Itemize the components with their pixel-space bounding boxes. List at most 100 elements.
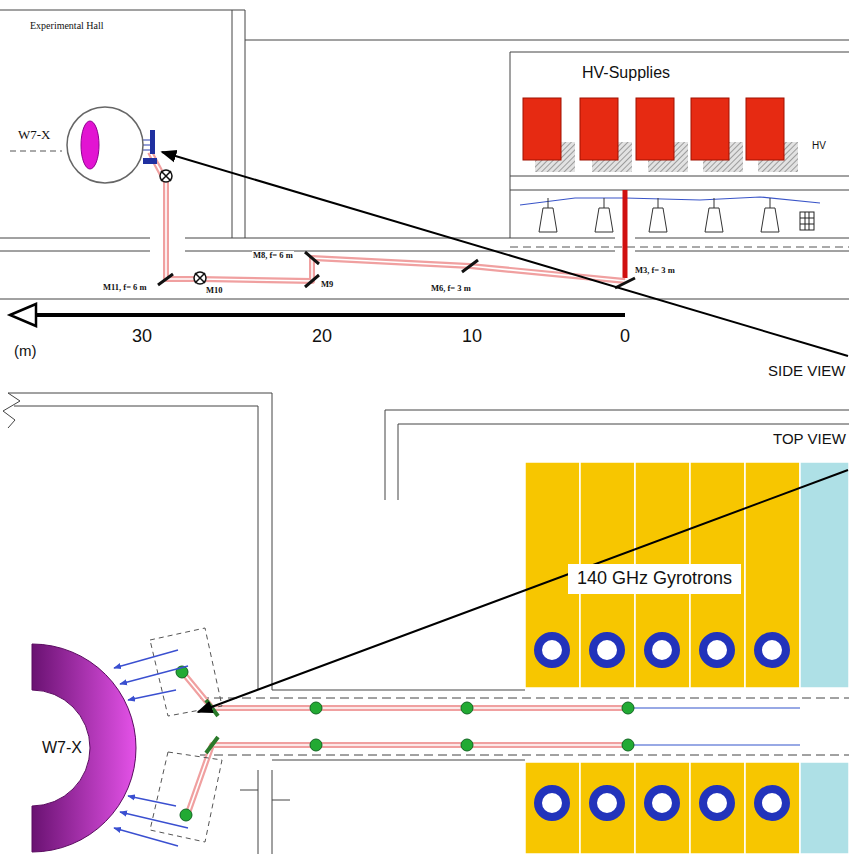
scale-line [34, 313, 625, 317]
mirror-label: M9 [320, 280, 334, 290]
mirror-dot [310, 702, 322, 714]
launcher-outline [150, 628, 222, 842]
gyrotron-beam-line [628, 708, 800, 745]
scale-number: 30 [132, 326, 152, 347]
mirror-dot [310, 739, 322, 751]
gyrotron-magnet [758, 636, 786, 664]
launcher-arrow [128, 796, 176, 806]
mirror-dots [176, 666, 634, 821]
gyrotron-mount [649, 208, 667, 232]
unit-label: (m) [14, 342, 37, 359]
gyrotron-mount [705, 208, 723, 232]
stellarator-shape [32, 644, 136, 852]
view-title: TOP VIEW [773, 430, 846, 447]
load-grid-lines [800, 212, 814, 230]
mirror-label: M6, f= 3 m [430, 284, 472, 294]
beam-riser [623, 190, 628, 278]
mirror-markers [160, 170, 206, 284]
vessel-circle [67, 107, 143, 183]
node-outline [14, 100, 146, 192]
node-text: W7-X [42, 738, 82, 757]
gyrotron-magnet [593, 789, 621, 817]
view-title: SIDE VIEW [768, 362, 846, 379]
hv-supply-box [746, 98, 784, 160]
gyrotron-mount [595, 208, 613, 232]
gyrotron-bay [635, 762, 690, 854]
w7x-side-view: W7-X [14, 100, 146, 192]
scale-number: 20 [312, 326, 332, 347]
node-text: 140 GHz Gyrotrons [577, 568, 732, 590]
gyrotron-bay [580, 762, 635, 854]
area-name: HV [812, 140, 826, 152]
launcher-block [150, 130, 155, 154]
scale-number: 0 [620, 326, 630, 347]
pointer-arrow [198, 470, 848, 712]
hv-supply-box [691, 98, 729, 160]
gyrotron-magnet [538, 636, 566, 664]
plasma-ellipse [81, 121, 99, 169]
gyrotron-mount [761, 208, 779, 232]
node-text: W7-X [18, 127, 51, 143]
beam-path-core [150, 152, 625, 281]
gyrotron-beam-line [520, 197, 820, 205]
corridor-wall [272, 690, 525, 760]
mirror-label: M8, f= 6 m [252, 251, 294, 261]
gyrotron-magnets [538, 636, 786, 817]
w7x-top-view: W7-X [0, 636, 150, 854]
launcher-arrow [114, 828, 178, 846]
gyrotron-magnet [758, 789, 786, 817]
mirror-marker-cross [161, 171, 205, 283]
gyrotron-bay [525, 762, 580, 854]
mirror-dot [461, 739, 473, 751]
mirror-label: M11, f= 6 m [102, 283, 148, 293]
gyrotron-magnet [648, 789, 676, 817]
gyrotron-magnet [593, 636, 621, 664]
gyrotron-hall [525, 462, 849, 854]
area-name: HV-Supplies [582, 64, 670, 82]
beam-path [150, 152, 625, 281]
tunnel-wall [0, 238, 849, 299]
gyrotron-mounts [539, 198, 779, 232]
beam-path [184, 674, 628, 813]
service-bay [800, 462, 849, 688]
scale-number: 10 [462, 326, 482, 347]
load-box [800, 212, 814, 230]
mirror-dot [622, 739, 634, 751]
mirror-dot [622, 702, 634, 714]
gyrotron-mount [539, 208, 557, 232]
mirror-symbol [158, 252, 635, 288]
gyrotron-magnet [703, 636, 731, 664]
launcher-arrow [114, 650, 178, 668]
pointer-arrow [162, 152, 848, 356]
mirror-dot [461, 702, 473, 714]
hv-supplies [523, 98, 784, 160]
scale-bar [10, 304, 625, 326]
building-wall [3, 393, 849, 854]
hv-supply-box [636, 98, 674, 160]
launcher-arrow [120, 812, 188, 828]
building-wall [0, 10, 849, 238]
launcher-arrow [120, 666, 188, 684]
hv-supply-box [580, 98, 618, 160]
gyrotron-magnet [538, 789, 566, 817]
hv-supply-box [523, 98, 561, 160]
service-bay [800, 762, 849, 854]
launcher-arrow [128, 690, 176, 700]
launcher-block [143, 158, 157, 164]
gyrotron-magnet [648, 636, 676, 664]
beam-path-core [184, 674, 628, 813]
gyrotron-label-box: 140 GHz Gyrotrons [568, 564, 741, 594]
gyrotron-bay [745, 762, 800, 854]
gyrotron-bay [690, 762, 745, 854]
hall-name: Experimental Hall [30, 20, 104, 32]
gyrotron-bay [745, 462, 800, 688]
gyrotron-magnet [703, 789, 731, 817]
mirror-label: M10 [205, 286, 224, 296]
load-grid [800, 212, 814, 230]
mirror-dot [180, 809, 192, 821]
scale-arrow-head [10, 304, 36, 326]
mirror-label: M3, f= 3 m [634, 266, 676, 276]
mount-post [548, 198, 770, 208]
dashed-line [510, 247, 849, 248]
